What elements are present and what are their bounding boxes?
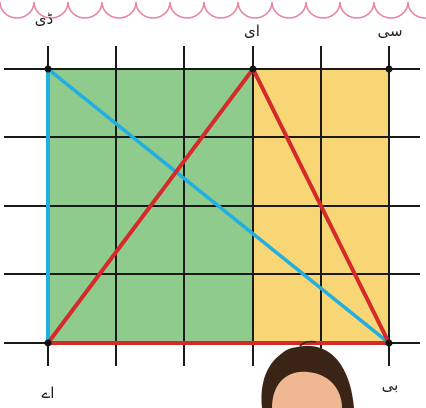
vertex-label-E: ای — [244, 22, 260, 40]
vertex-dot-E — [249, 65, 257, 73]
character-hair-strand-2 — [299, 340, 317, 347]
character-hair-strand — [277, 347, 299, 361]
girl-character-icon — [261, 340, 354, 408]
character-face — [272, 371, 342, 408]
vertex-dot-C — [385, 65, 393, 73]
diagonal-DB — [46, 67, 391, 345]
vertex-dots — [44, 65, 393, 347]
vertex-dot-A — [44, 339, 52, 347]
vertex-label-B: بی — [382, 376, 399, 394]
triangle-AEB — [46, 67, 391, 345]
vertex-label-C: سی — [377, 22, 402, 40]
vertex-label-D: ڈی — [35, 10, 53, 28]
scallop-border — [0, 1, 426, 19]
vertex-dot-B — [385, 339, 393, 347]
vertex-label-A: اے — [42, 384, 55, 402]
vertex-dot-D — [44, 65, 52, 73]
